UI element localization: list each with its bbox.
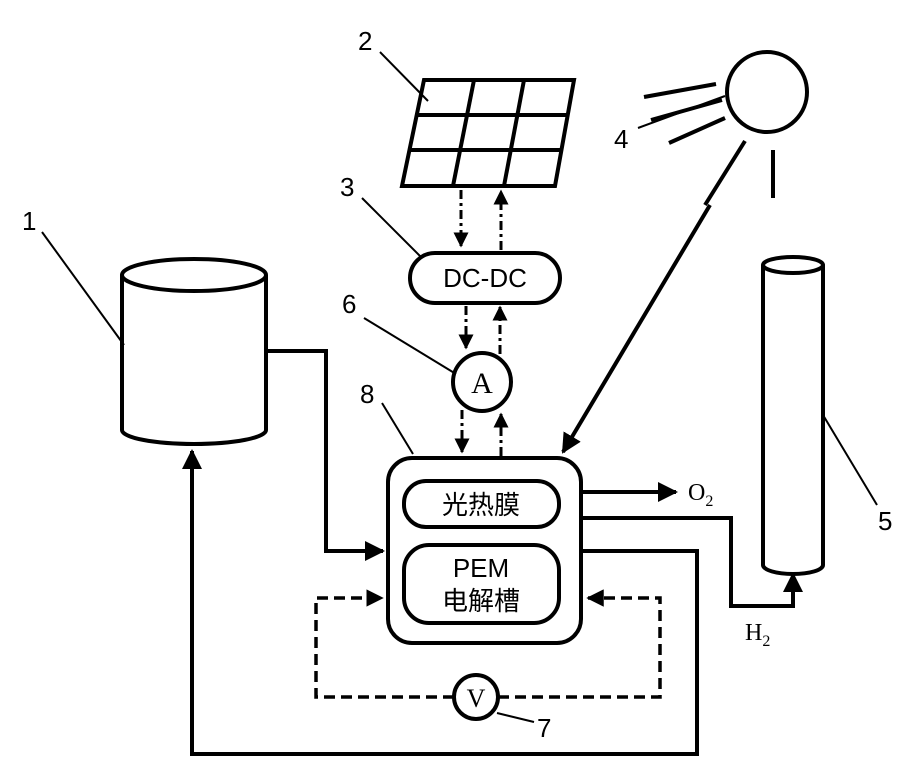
- label-2: 2: [358, 26, 372, 56]
- electrolyzer-unit: 光热膜 PEM 电解槽: [388, 458, 581, 643]
- ammeter: A: [453, 353, 511, 411]
- sun: [644, 52, 807, 205]
- water-tank: [122, 259, 266, 444]
- hydrogen-cylinder: [763, 257, 823, 574]
- hydrogen-label: H2: [745, 620, 770, 650]
- dcdc-ammeter-links: [466, 306, 500, 354]
- solar-panel: [402, 80, 574, 186]
- label-8: 8: [360, 379, 374, 409]
- panel-dcdc-links: [461, 190, 501, 250]
- label-6: 6: [342, 289, 356, 319]
- pem-label-2: 电解槽: [442, 586, 520, 616]
- label-7: 7: [537, 713, 551, 743]
- voltmeter: V: [454, 675, 498, 719]
- pem-label-1: PEM: [453, 553, 509, 583]
- voltmeter-label: V: [467, 684, 486, 713]
- label-5: 5: [878, 506, 892, 536]
- dcdc-converter: DC-DC: [410, 253, 560, 303]
- sunlight-ray: [563, 205, 710, 452]
- ammeter-label: A: [471, 367, 493, 400]
- label-1: 1: [22, 206, 36, 236]
- oxygen-label: O2: [688, 480, 713, 510]
- label-4: 4: [614, 124, 628, 154]
- ammeter-electrolyzer-links: [462, 410, 501, 456]
- film-label: 光热膜: [442, 490, 520, 520]
- label-3: 3: [340, 172, 354, 202]
- dcdc-label: DC-DC: [443, 263, 527, 293]
